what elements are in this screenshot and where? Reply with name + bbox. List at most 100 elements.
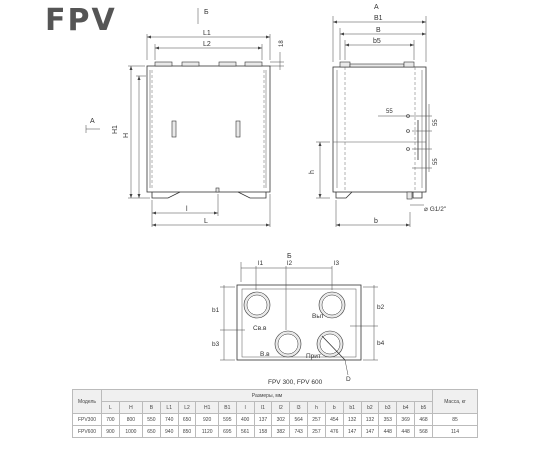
- port-label-sv: Св.в: [253, 325, 267, 332]
- thread-label: ⌀ G1/2": [424, 206, 447, 213]
- column-header: h: [307, 401, 326, 414]
- dim-D: D: [346, 376, 351, 383]
- table-cell: 740: [159, 413, 179, 426]
- dim-b5: b5: [373, 38, 381, 45]
- dim-l: l: [186, 206, 188, 213]
- table-cell: 561: [235, 425, 255, 438]
- table-row: FPV300 700 800 550 740 650 920 595 400 1…: [72, 413, 478, 426]
- dim-55-horizontal: 55: [386, 109, 393, 115]
- dim-L2: L2: [203, 41, 211, 48]
- dim-l3: l3: [334, 260, 339, 267]
- dim-h: h: [309, 170, 316, 174]
- column-header: b: [324, 401, 344, 414]
- column-header: b1: [342, 401, 362, 414]
- door-latch: [235, 120, 241, 138]
- front-body: [146, 65, 271, 193]
- column-header: H1: [195, 401, 219, 414]
- table-cell: 700: [101, 413, 120, 426]
- table-cell: 564: [289, 413, 309, 426]
- front-foot-left: [151, 191, 181, 199]
- table-header-group: Модель Размеры, мм Масса, кг: [72, 389, 478, 414]
- table-cell: 369: [396, 413, 416, 426]
- table-cell: 132: [360, 413, 380, 426]
- spec-table: Модель Размеры, мм Масса, кг L H B L1 L2…: [72, 389, 478, 438]
- spigot: [244, 61, 263, 67]
- dim-55-lower: 55: [433, 158, 439, 165]
- table-cell-model: FPV600: [72, 425, 102, 438]
- spigot: [218, 61, 237, 67]
- table-cell: 454: [324, 413, 344, 426]
- column-header: L: [101, 401, 120, 414]
- column-header: l: [235, 401, 255, 414]
- table-cell: 132: [342, 413, 362, 426]
- dim-H: H: [123, 133, 130, 138]
- dim-l2: l2: [287, 260, 292, 267]
- dim-b4: b4: [377, 340, 385, 347]
- dim-55-upper: 55: [433, 119, 439, 126]
- port-label-vv: В.в: [260, 351, 270, 358]
- side-view: A B1 B b5 55 55 55 h b: [309, 4, 447, 227]
- section-mark-A: A: [90, 118, 95, 125]
- front-foot-right: [237, 191, 267, 199]
- table-cell: 550: [141, 413, 161, 426]
- column-header: b4: [396, 401, 416, 414]
- table-row: FPV600 900 1000 650 940 850 1120 695 561…: [72, 425, 478, 438]
- dim-L1: L1: [203, 30, 211, 37]
- dim-l1: l1: [258, 260, 263, 267]
- drain: [215, 187, 220, 193]
- side-spigot: [403, 61, 415, 68]
- spigot: [181, 61, 200, 67]
- table-cell: 448: [378, 425, 398, 438]
- column-header: L1: [159, 401, 179, 414]
- table-cell: 257: [307, 425, 326, 438]
- column-header: b5: [414, 401, 433, 414]
- table-cell: 650: [141, 425, 161, 438]
- port-label-prit: Прит: [306, 353, 321, 360]
- table-header-model: Модель: [72, 389, 102, 414]
- column-header: b2: [360, 401, 380, 414]
- drain-pipe: [406, 191, 413, 200]
- column-header: L2: [177, 401, 197, 414]
- diagram-caption: FPV 300, FPV 600: [268, 379, 323, 386]
- dim-18: 18: [279, 40, 285, 47]
- dim-B: B: [376, 27, 381, 34]
- dim-L: L: [204, 218, 208, 225]
- table-cell-mass: 85: [432, 413, 478, 426]
- table-cell: 650: [177, 413, 197, 426]
- table-cell: 800: [118, 413, 143, 426]
- column-header: l3: [289, 401, 309, 414]
- table-cell: 695: [217, 425, 237, 438]
- side-header-A: A: [374, 4, 379, 11]
- table-cell: 147: [342, 425, 362, 438]
- table-cell: 147: [360, 425, 380, 438]
- table-cell: 468: [414, 413, 433, 426]
- table-cell: 595: [217, 413, 237, 426]
- fitting: [406, 129, 410, 133]
- side-foot-left: [335, 191, 353, 199]
- table-cell: 900: [101, 425, 120, 438]
- side-spigot: [339, 61, 351, 68]
- column-header: B: [141, 401, 161, 414]
- column-header: b3: [378, 401, 398, 414]
- table-cell: 257: [307, 413, 326, 426]
- table-cell-mass: 114: [432, 425, 478, 438]
- column-header: B1: [217, 401, 237, 414]
- table-cell: 850: [177, 425, 197, 438]
- fitting: [406, 147, 410, 151]
- table-cell: 137: [253, 413, 273, 426]
- dim-b3: b3: [212, 341, 220, 348]
- dim-B1: B1: [374, 15, 383, 22]
- top-header-B: Б: [287, 253, 292, 260]
- table-cell: 302: [271, 413, 291, 426]
- side-body: [332, 66, 427, 193]
- column-header: H: [118, 401, 143, 414]
- table-cell: 568: [414, 425, 433, 438]
- table-cell: 476: [324, 425, 344, 438]
- table-cell: 940: [159, 425, 179, 438]
- table-cell: 1000: [118, 425, 143, 438]
- dim-H1: H1: [112, 125, 119, 134]
- port-label-vyt: Выт: [312, 313, 324, 320]
- table-cell: 353: [378, 413, 398, 426]
- table-cell: 743: [289, 425, 309, 438]
